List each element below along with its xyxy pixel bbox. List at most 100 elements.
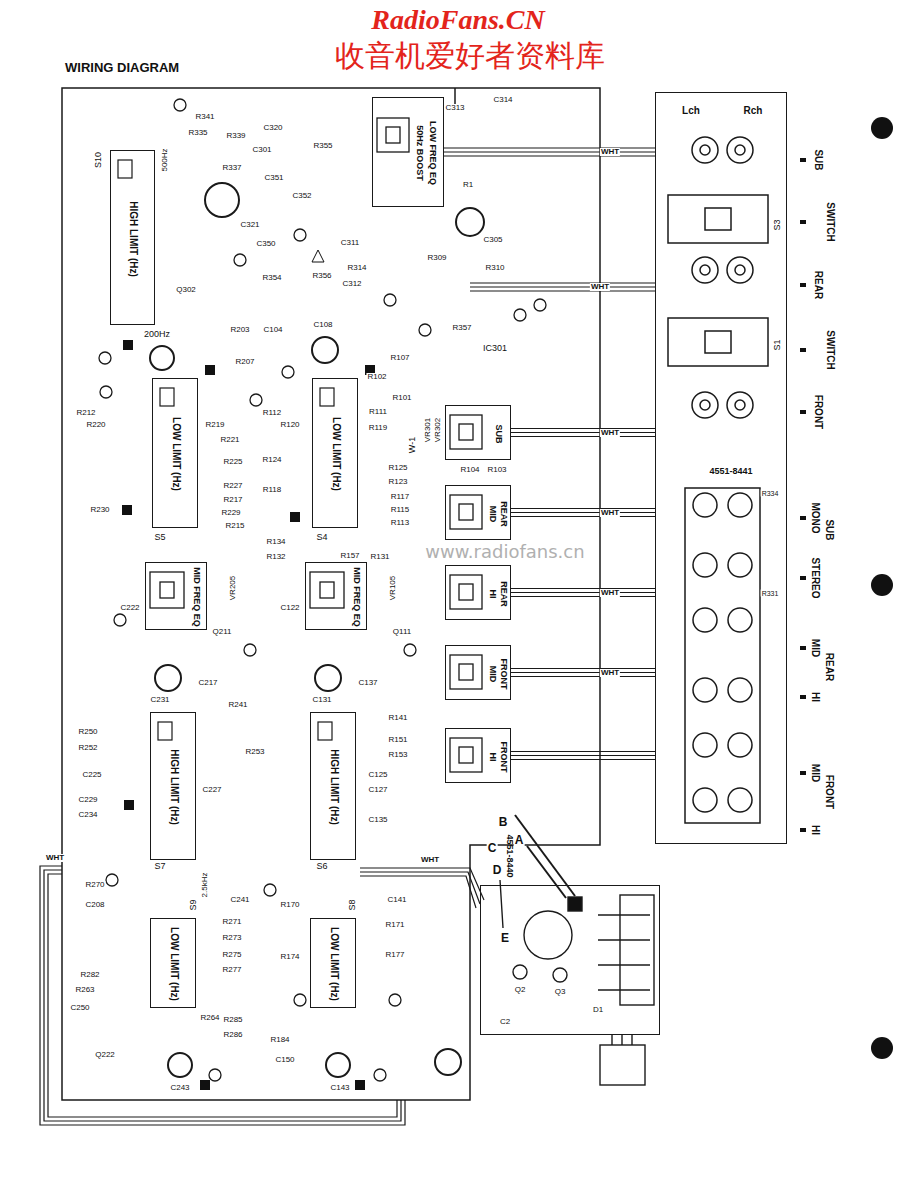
switch-box: LOW LIMIT (Hz) [310, 918, 356, 1008]
potentiometer-symbol [377, 118, 409, 152]
component-ref: R113 [390, 519, 411, 527]
potentiometer-symbol [459, 584, 473, 600]
node-label: MID [488, 665, 497, 682]
component-ref: R132 [265, 553, 286, 561]
node-label: REAR [499, 501, 508, 527]
component-ref: S9 [189, 898, 198, 911]
jack-panel-parts [692, 257, 718, 283]
jack-panel-parts [692, 137, 718, 163]
capacitor-symbol [435, 1049, 461, 1075]
pot-box: REARMID [445, 485, 511, 540]
component-ref: R141 [387, 714, 408, 722]
component-ref: C208 [84, 901, 105, 909]
switch-box: LOW LIMIT (Hz) [152, 378, 198, 528]
jack-label: REAR [824, 653, 834, 681]
capacitor-symbol [168, 1053, 192, 1077]
registration-dot [871, 1037, 893, 1059]
component-ref: R277 [221, 966, 242, 974]
component-ref: R264 [199, 1014, 220, 1022]
sub-board-parts [620, 895, 654, 1005]
potentiometer-symbol [320, 582, 334, 598]
wire-harness [360, 868, 484, 900]
wire-harness [470, 290, 655, 291]
component-ref: R107 [389, 354, 410, 362]
capacitor-symbol [312, 337, 338, 363]
component-ref: VR205 [229, 575, 237, 601]
tick-mark [800, 771, 806, 775]
component-ref: C313 [444, 104, 465, 112]
pcb-outline [62, 88, 600, 1100]
diagram-title: WIRING DIAGRAM [65, 60, 179, 75]
registration-dot [871, 117, 893, 139]
tick-mark [800, 576, 806, 580]
pcb-outline [62, 88, 600, 1100]
pot-box: FRONTHI [445, 728, 511, 783]
wire-harness [360, 872, 480, 904]
component-ref: R285 [222, 1016, 243, 1024]
jack-panel-parts [735, 145, 745, 155]
pot-box: 50Hz BOOSTLOW FREQ EQ [372, 97, 444, 207]
transistor-symbol [99, 99, 546, 1081]
tick-mark [800, 158, 806, 162]
jack-panel-parts [728, 553, 752, 577]
component-ref: R111 [368, 408, 388, 416]
wire-bundle [511, 752, 655, 760]
solder-pad [312, 250, 324, 262]
component-ref: Q2 [514, 986, 527, 994]
test-point-letter: C [487, 842, 498, 854]
transistor-symbol [99, 352, 111, 364]
potentiometer-symbol [450, 738, 482, 772]
tick-mark [800, 695, 806, 699]
component-ref: S5 [153, 533, 166, 542]
jack-label: SWITCH [825, 330, 835, 369]
jack-label: REAR [813, 271, 823, 299]
wire-bundle [511, 509, 655, 517]
component-ref: R275 [221, 951, 242, 959]
component-ref: R337 [221, 164, 242, 172]
component-ref: Q111 [392, 628, 412, 636]
component-ref: C108 [312, 321, 333, 329]
component-ref: R334 [761, 490, 780, 497]
component-ref: S3 [773, 218, 782, 231]
component-ref: C350 [255, 240, 276, 248]
component-ref: C2 [499, 1018, 511, 1026]
component-ref: R203 [229, 326, 250, 334]
node-label: Lch [682, 106, 700, 116]
sub-board-parts [631, 1035, 632, 1045]
potentiometer-symbol [150, 118, 482, 772]
node-label: REAR [499, 581, 508, 607]
component-ref: S4 [315, 533, 328, 542]
jack-panel-parts [727, 257, 753, 283]
component-ref: R273 [221, 934, 242, 942]
component-ref: C352 [291, 192, 312, 200]
sub-board-parts [500, 815, 654, 1085]
jack-panel-parts [735, 400, 745, 410]
jack-panel-parts [728, 493, 752, 517]
switch-box: HIGH LIMIT (Hz) [110, 150, 155, 325]
node-label: FRONT [499, 658, 508, 689]
component-ref: VR301 [424, 417, 432, 443]
transistor-symbol [404, 644, 416, 656]
potentiometer-symbol [450, 495, 482, 529]
component-ref: R171 [384, 921, 405, 929]
jack-panel-parts [668, 195, 768, 243]
component-ref: C125 [367, 771, 388, 779]
component-ref: R212 [75, 409, 96, 417]
tick-mark [800, 348, 806, 352]
node-label: Rch [744, 106, 763, 116]
component-ref: S7 [153, 862, 166, 871]
solder-pad [122, 505, 132, 515]
component-ref: Q3 [554, 988, 567, 996]
component-ref: C320 [262, 124, 283, 132]
jack-panel-parts [735, 265, 745, 275]
component-ref: S1 [773, 338, 782, 351]
sub-board-parts [553, 968, 567, 982]
component-ref: C217 [197, 679, 218, 687]
tick-mark [800, 646, 806, 650]
component-ref: R225 [222, 458, 243, 466]
component-ref: R103 [486, 466, 507, 474]
component-ref: R1 [462, 181, 474, 189]
jack-panel: LchRch4551-8441 [655, 92, 787, 844]
component-ref: R271 [221, 918, 242, 926]
